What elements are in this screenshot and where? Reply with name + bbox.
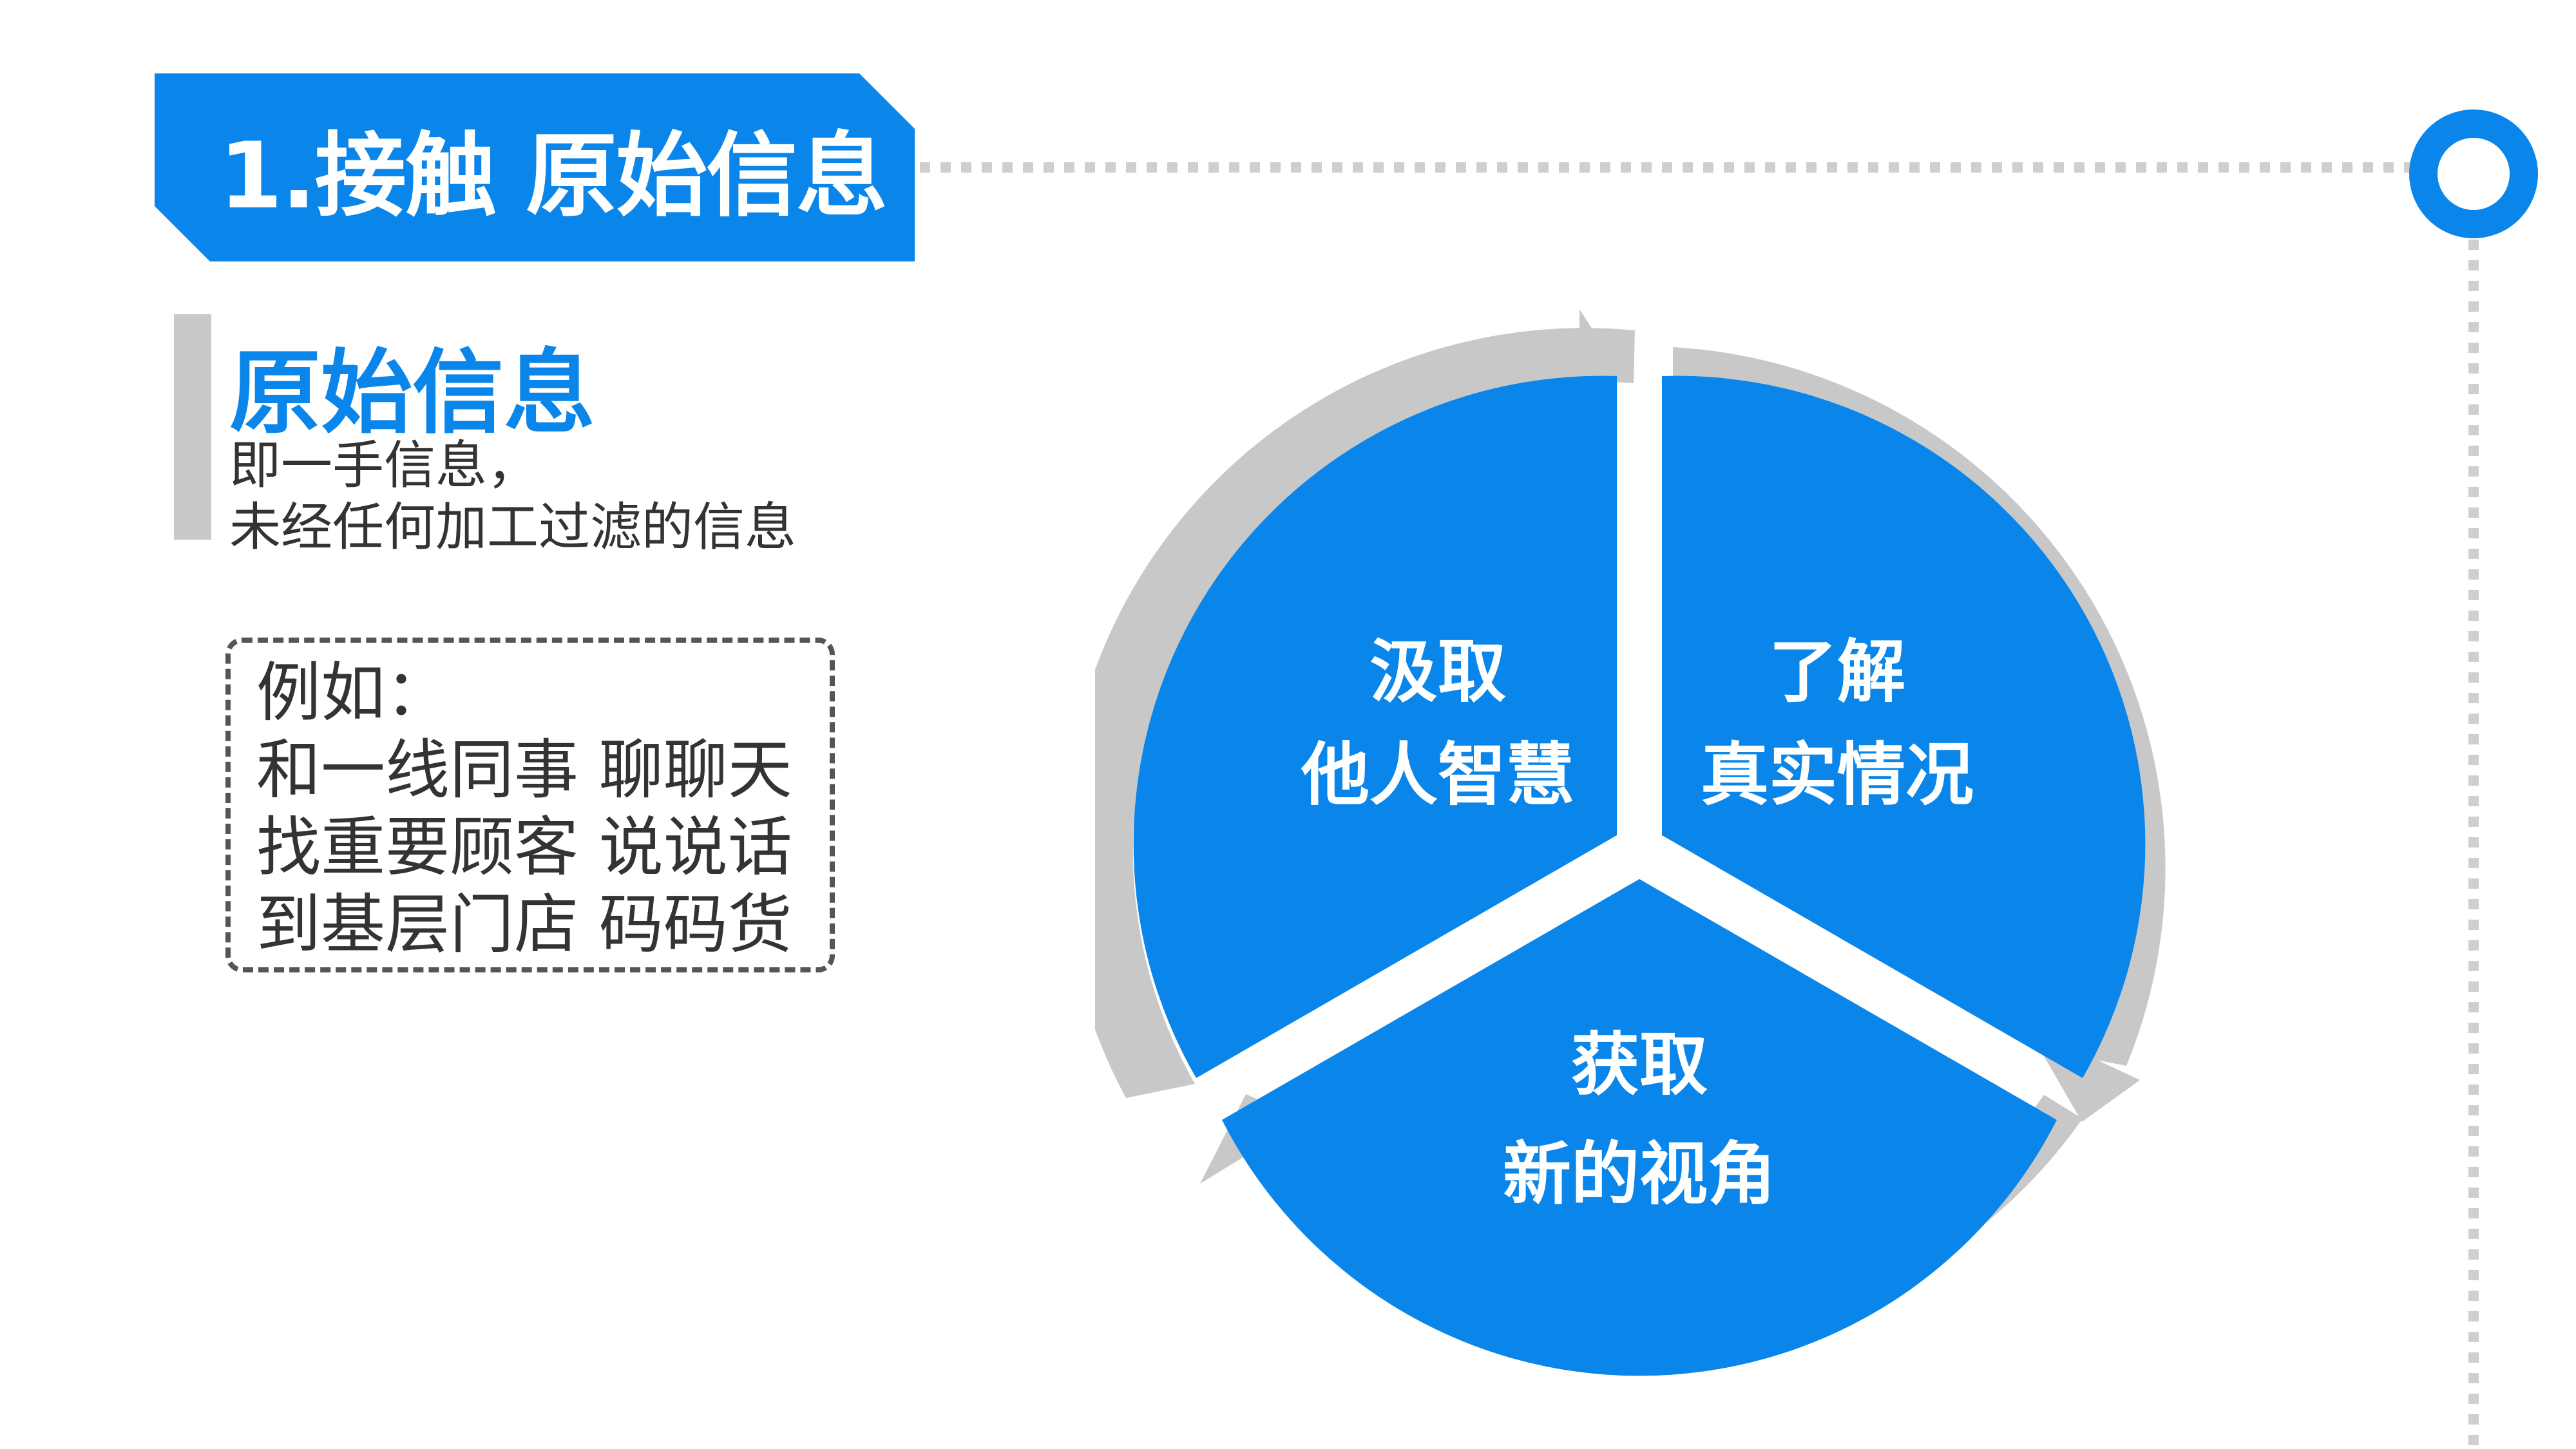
definition-line: 即一手信息， xyxy=(229,435,539,495)
definition-line: 未经任何加工过滤的信息 xyxy=(229,497,796,557)
definition-accent-bar xyxy=(174,314,211,540)
cycle-segment-right xyxy=(1662,375,2146,1078)
example-item: 到基层门店 码码货 xyxy=(256,887,792,962)
cycle-arrow-arc-top xyxy=(1095,328,1635,1098)
example-item: 和一线同事 聊聊天 xyxy=(256,732,792,808)
segment-label: 汲取 xyxy=(1369,632,1506,712)
dotted-connector-horizontal xyxy=(920,162,2421,173)
example-item: 找重要顾客 说说话 xyxy=(256,810,792,885)
definition-title: 原始信息 xyxy=(229,340,595,446)
dotted-connector-vertical xyxy=(2468,240,2479,1449)
section-header: 1.接触 原始信息 xyxy=(155,73,915,261)
cycle-segment-left xyxy=(1133,375,1617,1078)
example-heading: 例如： xyxy=(256,655,450,730)
section-title: 1.接触 原始信息 xyxy=(219,123,888,229)
segment-label: 了解 xyxy=(1769,632,1905,712)
segment-label: 真实情况 xyxy=(1701,735,1974,815)
segment-label: 新的视角 xyxy=(1503,1135,1776,1214)
cycle-diagram: 汲取 他人智慧 了解 真实情况 获取 新的视角 xyxy=(1095,309,2166,1376)
cycle-segment-bottom xyxy=(1222,879,2057,1376)
example-box: 例如： 和一线同事 聊聊天 找重要顾客 说说话 到基层门店 码码货 xyxy=(225,638,835,972)
segment-label: 他人智慧 xyxy=(1301,735,1574,815)
ring-marker-icon xyxy=(2409,109,2538,238)
segment-label: 获取 xyxy=(1571,1025,1708,1104)
